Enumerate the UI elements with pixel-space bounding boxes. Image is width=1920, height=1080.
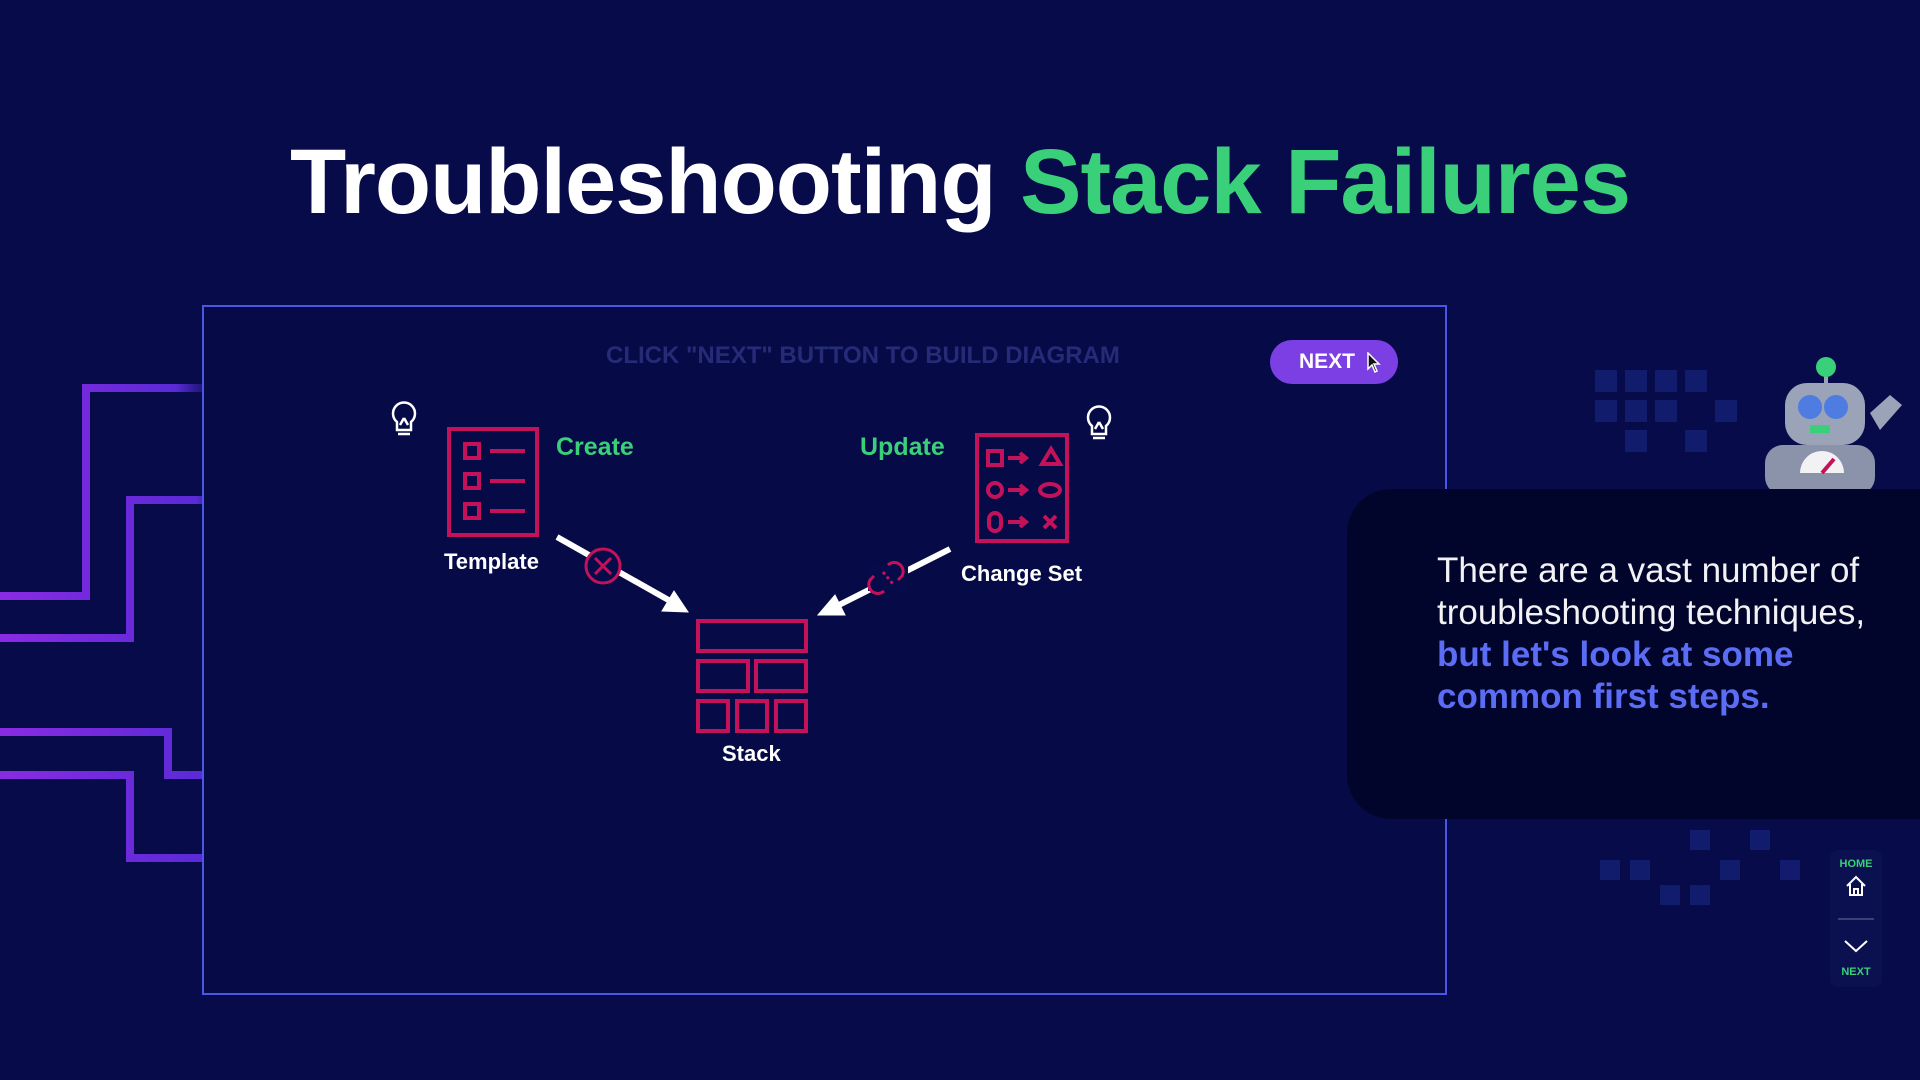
narration-bubble	[1347, 489, 1920, 819]
slide-navigation: HOME NEXT	[1830, 850, 1882, 987]
lightbulb-icon	[1086, 405, 1112, 440]
lightbulb-icon	[391, 401, 417, 436]
narration-plain-text: There are a vast number of troubleshooti…	[1437, 551, 1866, 632]
cursor-icon	[1367, 352, 1381, 374]
home-icon[interactable]	[1844, 874, 1868, 898]
next-nav-label[interactable]: NEXT	[1841, 966, 1871, 978]
broken-link-icon	[867, 561, 908, 595]
stack-icon	[696, 619, 808, 733]
nav-divider	[1838, 918, 1874, 920]
update-label: Update	[860, 433, 945, 461]
narration-highlight-text: but let's look at some common first step…	[1437, 635, 1794, 716]
chevron-down-icon[interactable]	[1842, 938, 1870, 954]
create-label: Create	[556, 433, 634, 461]
template-icon	[447, 427, 539, 537]
robot-mascot	[1765, 357, 1902, 495]
build-diagram-hint: CLICK "NEXT" BUTTON TO BUILD DIAGRAM	[606, 342, 1120, 369]
diagram-panel	[202, 305, 1447, 995]
change-set-icon	[975, 433, 1069, 543]
narration-text: There are a vast number of troubleshooti…	[1437, 550, 1877, 718]
page-title: Troubleshooting Stack Failures	[0, 130, 1920, 235]
title-accent: Stack Failures	[1020, 131, 1631, 233]
change-set-label: Change Set	[961, 561, 1083, 586]
stack-label: Stack	[722, 741, 781, 766]
error-x-icon	[584, 547, 622, 585]
title-main: Troubleshooting	[289, 131, 997, 233]
template-label: Template	[444, 549, 539, 574]
home-label: HOME	[1839, 858, 1873, 870]
